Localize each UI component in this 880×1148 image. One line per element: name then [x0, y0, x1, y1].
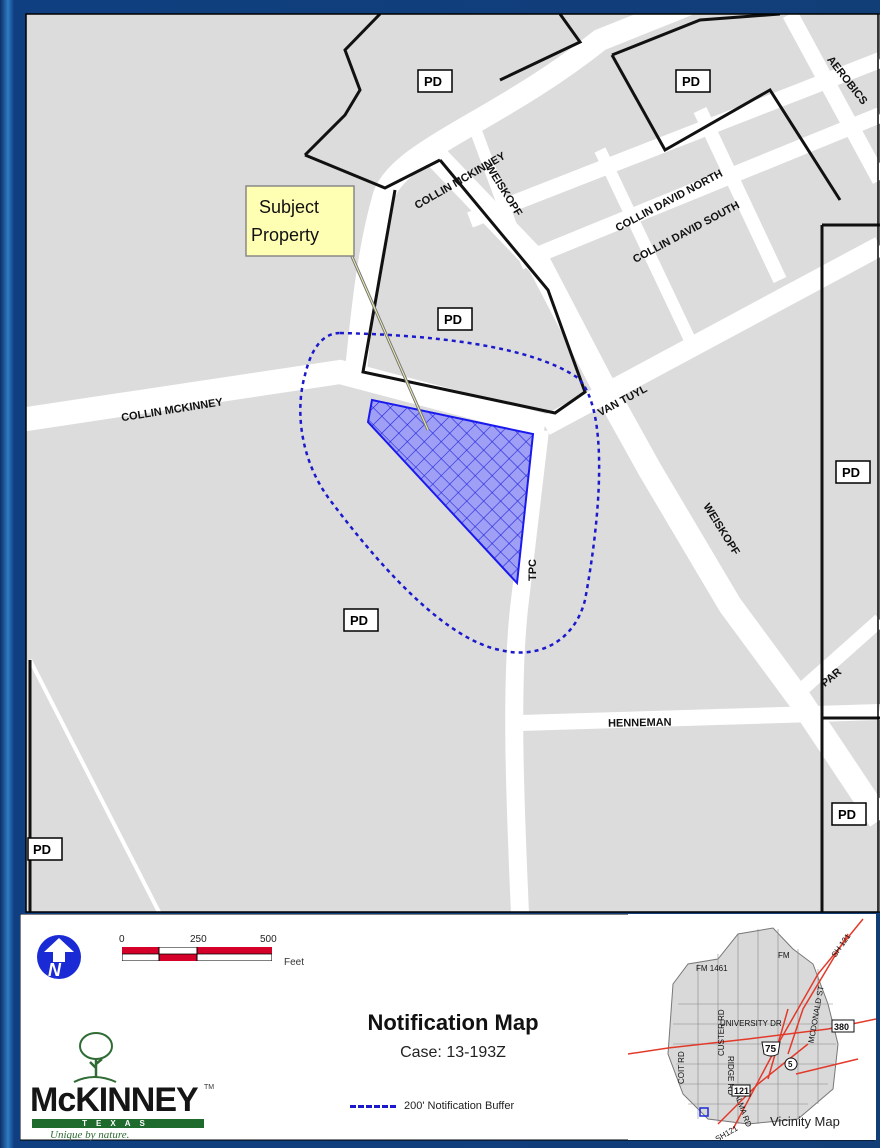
- buffer-legend-item: 200' Notification Buffer: [350, 1100, 514, 1112]
- svg-text:PD: PD: [842, 465, 860, 480]
- scale-bar: 0 250 500 Feet: [102, 934, 312, 974]
- map-legend-panel: N 0 250 500 Feet McKINNEY TM TEXAS Uniqu…: [20, 914, 880, 1144]
- vicinity-road-label: FM: [778, 951, 790, 960]
- svg-text:PD: PD: [424, 74, 442, 89]
- street-label: HENNEMAN: [608, 717, 672, 730]
- notification-buffer: [299, 331, 601, 654]
- logo-state: TEXAS: [32, 1119, 204, 1128]
- svg-text:PD: PD: [682, 74, 700, 89]
- zoning-label: PD: [831, 802, 867, 826]
- vicinity-map[interactable]: FM 1461 FM SH 121 UNIVERSITY DR CUSTER R…: [627, 914, 877, 1144]
- buffer-legend-label: 200' Notification Buffer: [404, 1100, 515, 1112]
- north-arrow-icon: N: [34, 932, 84, 982]
- vicinity-road-label: COIT RD: [677, 1051, 686, 1084]
- buffer-legend-swatch: [350, 1104, 396, 1108]
- zoning-label: PD: [675, 69, 711, 93]
- tree-icon: [73, 1032, 117, 1083]
- zoning-label: PD: [343, 608, 379, 632]
- highway-shield-icon: 380: [831, 1019, 855, 1033]
- title-block: Notification Map Case: 13-193Z: [338, 1010, 568, 1062]
- zoning-label: PD: [27, 837, 63, 861]
- svg-text:380: 380: [834, 1022, 849, 1032]
- svg-text:PD: PD: [350, 613, 368, 628]
- svg-text:PD: PD: [444, 312, 462, 327]
- svg-text:75: 75: [765, 1044, 777, 1055]
- subject-property[interactable]: [366, 398, 535, 586]
- svg-text:121: 121: [734, 1086, 749, 1096]
- street-label: TPC: [527, 559, 539, 581]
- zoning-label: PD: [417, 69, 453, 93]
- logo-trademark: TM: [204, 1084, 215, 1091]
- highway-shield-icon: 75: [761, 1041, 781, 1057]
- zoning-label: PD: [835, 460, 871, 484]
- scale-tick-0: 0: [119, 934, 125, 945]
- vicinity-road-label: RIDGE RD: [726, 1056, 735, 1095]
- svg-text:5: 5: [788, 1060, 793, 1069]
- case-number: Case: 13-193Z: [400, 1044, 506, 1061]
- map-title: Notification Map: [367, 1010, 539, 1035]
- svg-text:PD: PD: [838, 807, 856, 822]
- highway-shield-icon: 121: [731, 1084, 751, 1097]
- vicinity-road-label: UNIVERSITY DR: [720, 1019, 782, 1028]
- vicinity-road-label: FM 1461: [696, 964, 728, 973]
- zoning-label: PD: [437, 307, 473, 331]
- scale-tick-500: 500: [260, 934, 277, 945]
- logo-tagline: Unique by nature.: [50, 1129, 130, 1141]
- notification-map[interactable]: COLLIN MCKINNEY COLLIN MCKINNEY WEISKOPF…: [0, 0, 880, 914]
- subject-property-callout: Subject Property: [245, 185, 355, 257]
- vicinity-road-label: CUSTER RD: [717, 1009, 726, 1056]
- svg-text:Property: Property: [251, 225, 319, 245]
- scale-tick-250: 250: [190, 934, 207, 945]
- scale-unit: Feet: [284, 957, 305, 968]
- zoning-boundaries: [28, 14, 880, 912]
- mckinney-logo: McKINNEY TM TEXAS Unique by nature.: [24, 1028, 234, 1141]
- svg-text:N: N: [48, 960, 62, 980]
- svg-text:Subject: Subject: [259, 197, 319, 217]
- logo-wordmark: McKINNEY: [30, 1081, 199, 1119]
- vicinity-map-label: Vicinity Map: [770, 1114, 840, 1129]
- svg-text:PD: PD: [33, 842, 51, 857]
- highway-shield-icon: 5: [784, 1057, 798, 1071]
